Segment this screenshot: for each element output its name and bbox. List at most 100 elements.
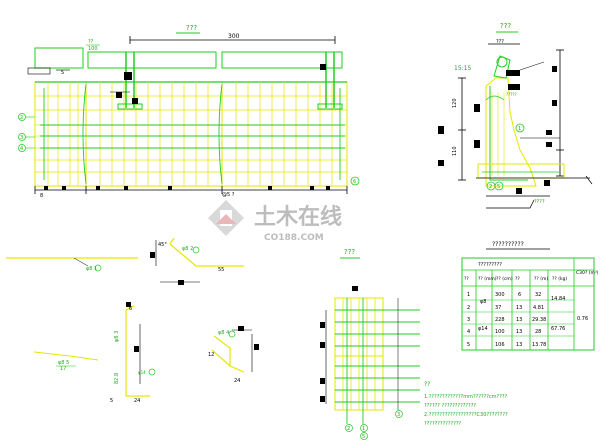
material-table: ?????????? ????????? ?? ?? (mm) ?? (cm) … [461, 241, 599, 351]
svg-text:??: ?? [464, 276, 469, 282]
svg-text:13: 13 [516, 305, 522, 311]
svg-text:13.78: 13.78 [532, 342, 546, 348]
svg-text:28: 28 [535, 329, 541, 335]
table-concrete: 0.76 [577, 316, 588, 322]
svg-text:13: 13 [516, 329, 522, 335]
svg-text:32: 32 [535, 292, 541, 298]
table-row: 3 228 13 29.38 [467, 317, 546, 323]
svg-text:300: 300 [495, 292, 505, 298]
table-dia-a: φ8 [480, 299, 486, 305]
svg-text:8: 8 [40, 193, 43, 199]
svg-text:φ14: φ14 [138, 370, 146, 375]
svg-text:17: 17 [60, 366, 66, 372]
svg-text:29.38: 29.38 [532, 317, 546, 323]
svg-text:1: 1 [362, 426, 365, 432]
svg-text:228: 228 [495, 317, 505, 323]
detail-u-bar: 6 φ8 3 82.8 24 5 φ14 [110, 302, 156, 404]
notes-line-1: 1.?????????????mm??????cm???? [424, 394, 508, 400]
svg-text:12: 12 [208, 352, 214, 358]
svg-text:φ8 3: φ8 3 [114, 331, 120, 342]
watermark-brand: 土木在线 [254, 204, 342, 230]
svg-text:55: 55 [218, 267, 224, 273]
svg-text:106: 106 [495, 342, 505, 348]
svg-text:φ8 2: φ8 2 [182, 246, 193, 252]
table-weight-a: 14.84 [551, 296, 565, 302]
elevation-dim-bottom: @5 ? [222, 192, 235, 198]
svg-text:?? (mm): ?? (mm) [478, 276, 497, 282]
watermark-logo-icon [208, 200, 244, 236]
section-label-top: ??? [496, 39, 504, 45]
svg-text:6: 6 [129, 306, 132, 312]
detail-small-bar: φ8 5 17 [33, 351, 99, 372]
elevation-callouts: 2 3 4 6 [18, 113, 360, 186]
svg-text:φ8 4: φ8 4 [218, 330, 229, 336]
svg-text:2: 2 [347, 426, 350, 432]
detail-straight-bar: φ8 1 [6, 257, 138, 272]
svg-text:2: 2 [20, 115, 23, 121]
notes-line-2: ?????? ????????????? [424, 403, 476, 409]
plan-view: ??? 2 [320, 248, 420, 440]
svg-text:4: 4 [20, 146, 23, 152]
svg-text:6: 6 [353, 179, 356, 185]
table-header-row: ?? ?? (mm) ?? (cm) ?? ?? (m) ?? (kg) C30… [464, 270, 599, 282]
section-dim-bottom: ???? [534, 199, 545, 205]
svg-text:??: ?? [515, 276, 520, 282]
table-row: 4 100 13 28 [467, 329, 541, 335]
watermark-domain: CO188.COM [264, 233, 324, 243]
svg-text:?? (m): ?? (m) [534, 276, 548, 282]
section-view: ??? 15:15 ??? ????? 120 110 [438, 22, 593, 209]
table-row: 5 106 13 13.78 [467, 342, 546, 348]
watermark: 土木在线 CO188.COM [208, 200, 342, 243]
svg-text:4: 4 [467, 329, 470, 335]
svg-text:3: 3 [20, 135, 23, 141]
svg-text:5: 5 [61, 70, 64, 76]
svg-text:φ8 1: φ8 1 [86, 266, 97, 272]
svg-text:5: 5 [362, 434, 365, 440]
svg-text:φ8 5: φ8 5 [58, 360, 69, 366]
svg-text:6: 6 [518, 292, 521, 298]
notes-line-4: ?????????????? [424, 421, 461, 427]
section-scale: 15:15 [454, 65, 471, 72]
table-row: 2 37 13 4.81 [467, 305, 544, 311]
table-subtitle: ????????? [478, 262, 502, 268]
section-dim-left-lower: 110 [452, 146, 458, 156]
svg-text:24: 24 [134, 398, 140, 404]
svg-text:82.8: 82.8 [114, 373, 120, 384]
detail-stirrup: φ8 4 24 12 [208, 326, 259, 384]
svg-text:1: 1 [518, 126, 521, 132]
svg-text:13: 13 [516, 342, 522, 348]
rail-post-right [317, 52, 343, 110]
elevation-view: ??? 300 ?? 100 5 [18, 24, 360, 199]
svg-text:100: 100 [495, 329, 505, 335]
svg-text:5: 5 [110, 398, 113, 404]
svg-text:45°: 45° [158, 242, 167, 248]
svg-text:4.81: 4.81 [533, 305, 544, 311]
svg-text:2: 2 [467, 305, 470, 311]
elevation-tag-left-value: 100 [88, 46, 98, 52]
table-row: 1 300 6 32 [467, 292, 541, 298]
elevation-dim-top: 300 [228, 33, 240, 40]
notes-title: ?? [424, 381, 430, 388]
svg-text:5: 5 [467, 342, 470, 348]
section-title: ??? [500, 22, 511, 30]
svg-text:13: 13 [516, 317, 522, 323]
detail-hook-bar: 55 φ8 2 45° [150, 237, 244, 285]
svg-text:3: 3 [397, 412, 400, 418]
plan-title: ??? [344, 248, 355, 256]
table-dia-b: φ14 [478, 326, 488, 332]
svg-text:5: 5 [497, 184, 500, 190]
elevation-tag-left: ?? [88, 39, 94, 45]
svg-text:1: 1 [467, 292, 470, 298]
elevation-title: ??? [186, 24, 197, 32]
notes: ?? 1.?????????????mm??????cm???? ?????? … [424, 381, 508, 427]
rail-post-left [110, 52, 143, 110]
table-title: ?????????? [492, 241, 524, 248]
section-dim-left-upper: 120 [452, 98, 458, 108]
svg-text:3: 3 [467, 317, 470, 323]
svg-text:C30? (m³): C30? (m³) [576, 270, 599, 276]
svg-text:24: 24 [234, 378, 240, 384]
svg-text:?? (kg): ?? (kg) [552, 276, 567, 282]
svg-text:37: 37 [495, 305, 501, 311]
notes-line-3: 2.??????????????????C30???????? [424, 412, 508, 418]
